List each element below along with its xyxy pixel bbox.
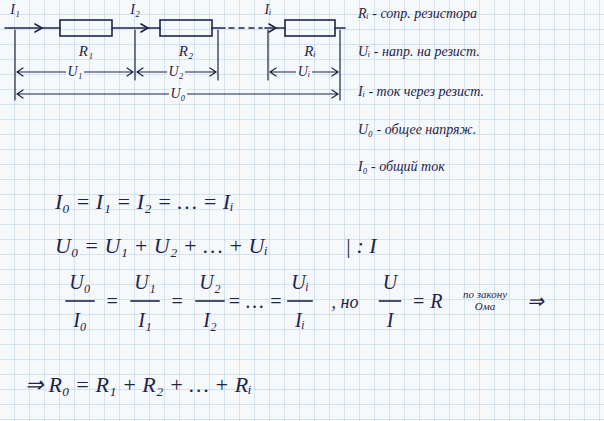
wire-gap xyxy=(229,27,262,29)
formula-note: | : I xyxy=(345,234,377,258)
voltage-label: Uᵢ xyxy=(296,64,312,79)
fraction-denominator: I₂ xyxy=(203,309,217,331)
fraction-numerator: U₂ xyxy=(199,271,220,293)
fraction-numerator: Uᵢ xyxy=(291,271,309,293)
formula-result: ⇒ R₀ = R₁ + R₂ + … + Rᵢ xyxy=(25,373,252,397)
resistor-symbol xyxy=(160,20,212,36)
resistor-label: R₂ xyxy=(179,43,193,60)
formula-sign: ⇒ xyxy=(527,290,544,312)
voltage-label: U₀ xyxy=(169,86,188,101)
legend-note: Uᵢ - напр. на резист. xyxy=(358,44,480,59)
current-label: I₁ xyxy=(10,2,20,17)
formula-sign: = xyxy=(170,290,184,312)
resistor-symbol xyxy=(60,20,112,36)
law-note: по закону Ома xyxy=(456,288,514,312)
formula-sign: = xyxy=(105,290,119,312)
formula: I₀ = I₁ = I₂ = … = Iᵢ xyxy=(55,190,234,214)
voltage-label: U₁ xyxy=(66,64,85,79)
resistor-label: Rᵢ xyxy=(304,43,316,60)
legend-note: I₀ - общий ток xyxy=(358,159,445,174)
legend-note: Rᵢ - сопр. резистора xyxy=(358,6,477,21)
formula: U₀ = U₁ + U₂ + … + Uᵢ xyxy=(55,234,268,258)
legend-note: U₀ - общее напряж. xyxy=(358,122,476,137)
fraction-bar xyxy=(195,300,224,302)
formula-sign: = … = xyxy=(228,290,283,312)
resistor-label: R₁ xyxy=(79,43,93,60)
wire xyxy=(5,27,345,29)
legend-note: Iᵢ - ток через резист. xyxy=(358,84,484,99)
fraction-denominator: I₁ xyxy=(138,309,152,331)
voltage-label: U₂ xyxy=(167,64,186,79)
fraction-bar xyxy=(287,300,313,302)
fraction-denominator: I xyxy=(387,309,394,331)
resistor-symbol xyxy=(285,20,335,36)
current-arrow xyxy=(35,24,276,32)
fraction-bar xyxy=(130,300,159,302)
fraction-denominator: I₀ xyxy=(73,309,87,331)
fraction-numerator: U xyxy=(383,271,397,293)
formula-note: , но xyxy=(332,293,359,313)
fraction-numerator: U₁ xyxy=(134,271,155,293)
current-label: I₂ xyxy=(130,2,140,17)
fraction-bar xyxy=(65,300,94,302)
fraction-bar xyxy=(379,300,401,302)
current-label: Iᵢ xyxy=(265,2,272,17)
fraction-denominator: Iᵢ xyxy=(295,309,305,331)
formula-sign: = R xyxy=(412,290,443,312)
fraction-numerator: U₀ xyxy=(69,271,90,293)
